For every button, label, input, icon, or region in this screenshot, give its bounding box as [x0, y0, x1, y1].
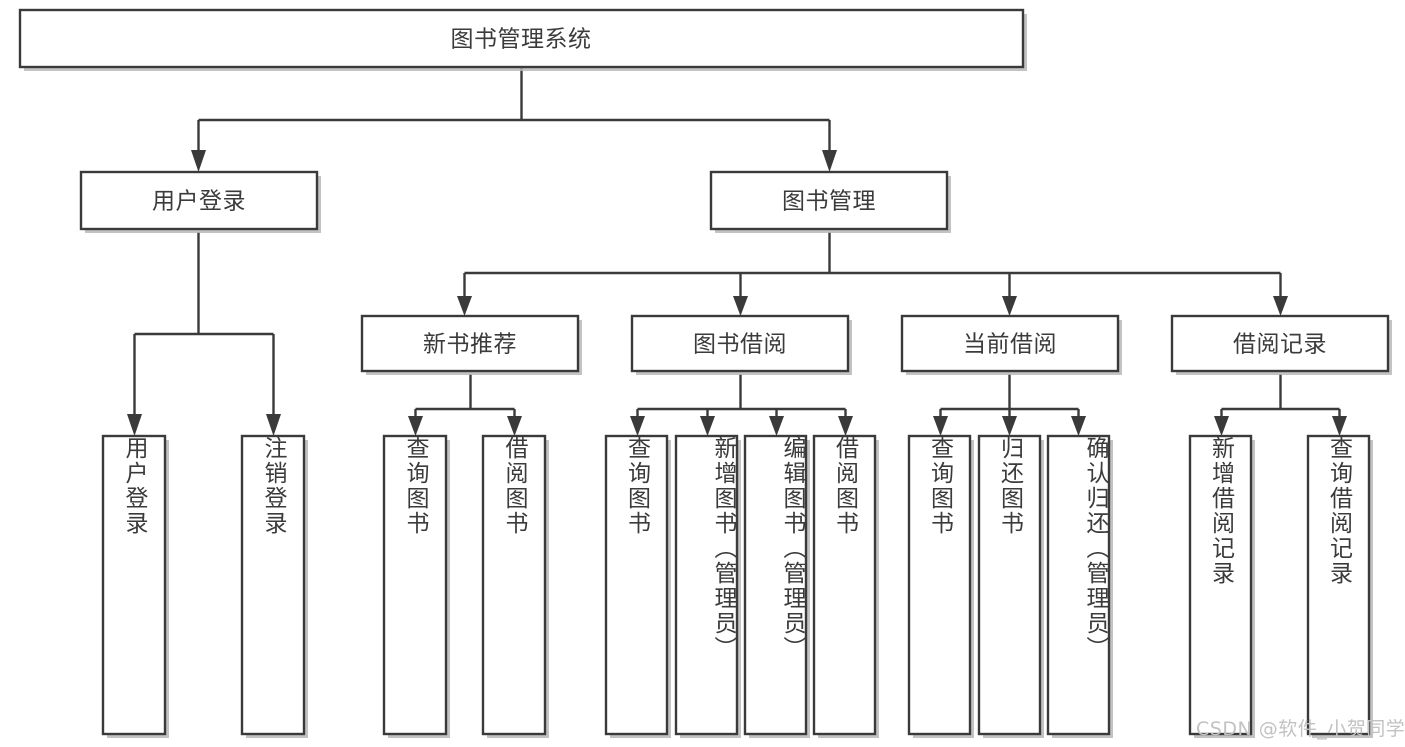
node-user-login[interactable]: 用户登录 [79, 170, 321, 233]
csdn-watermark: CSDN @软件_小贺同学 [1196, 718, 1405, 740]
node-root-book-management-system[interactable]: 图书管理系统 [18, 8, 1027, 71]
node-book-management[interactable]: 图书管理 [709, 170, 951, 233]
leaf-node-borrow-book-recommend[interactable] [481, 434, 549, 738]
node-new-book-recommend-label: 新书推荐 [423, 332, 517, 358]
leaf-node-user-login[interactable] [101, 434, 169, 738]
connector-userlogin-to-leaves [127, 232, 281, 436]
node-book-borrow-label: 图书借阅 [693, 332, 787, 358]
connector-bookborrow-to-leaves [630, 374, 853, 436]
node-current-borrow-label: 当前借阅 [963, 332, 1057, 358]
leaf-node-query-book-current[interactable] [907, 434, 974, 738]
leaf-node-query-borrow-record[interactable] [1306, 434, 1373, 738]
node-root-label: 图书管理系统 [451, 27, 592, 53]
leaf-node-add-borrow-record[interactable] [1188, 434, 1255, 738]
node-borrow-record[interactable]: 借阅记录 [1170, 314, 1392, 375]
leaf-node-edit-book-admin[interactable] [743, 434, 810, 738]
node-new-book-recommend[interactable]: 新书推荐 [360, 314, 582, 375]
connector-currentborrow-to-leaves [933, 374, 1086, 436]
connector-bookmgmt-to-level3 [457, 232, 1288, 316]
node-user-login-label: 用户登录 [152, 189, 246, 215]
leaf-node-return-book[interactable] [977, 434, 1044, 738]
leaf-node-logout-login[interactable] [240, 434, 308, 738]
connector-root-to-level2 [191, 67, 837, 172]
leaf-node-add-book-admin[interactable] [674, 434, 741, 738]
connector-newbook-to-leaves [408, 374, 522, 436]
leaf-node-query-book-borrow[interactable] [604, 434, 671, 738]
leaf-node-confirm-return-admin[interactable] [1046, 434, 1113, 738]
node-current-borrow[interactable]: 当前借阅 [900, 314, 1122, 375]
node-book-borrow[interactable]: 图书借阅 [630, 314, 852, 375]
node-book-management-label: 图书管理 [782, 189, 876, 215]
leaf-node-borrow-book[interactable] [812, 434, 879, 738]
connector-borrowrecord-to-leaves [1214, 374, 1347, 436]
node-borrow-record-label: 借阅记录 [1233, 332, 1327, 358]
leaf-node-query-book-recommend[interactable] [382, 434, 450, 738]
